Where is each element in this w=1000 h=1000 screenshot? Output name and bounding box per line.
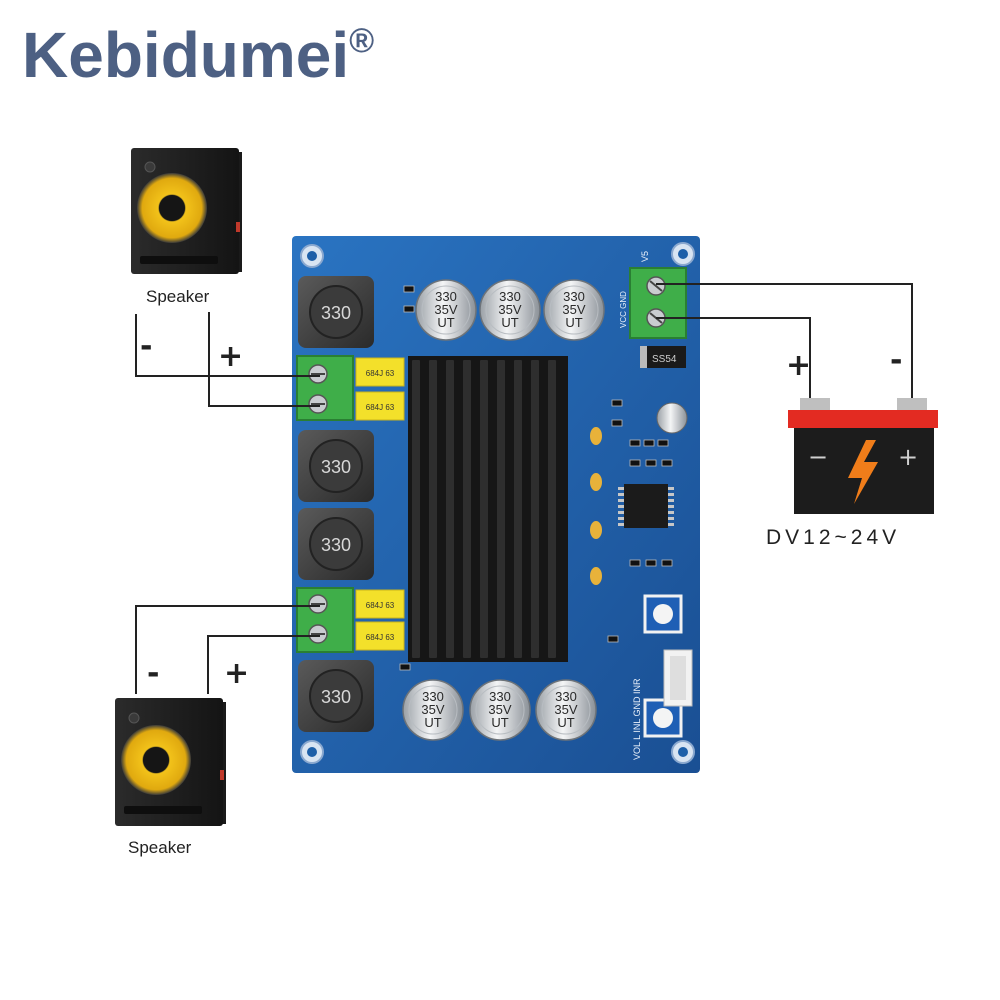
capacitor-label: 330 (435, 289, 457, 304)
film-capacitor: 684J 63 (355, 357, 405, 387)
inductor: 330 (298, 508, 374, 580)
input-connector (663, 649, 693, 707)
inductor: 330 (298, 430, 374, 502)
speaker-terminal-top (296, 355, 354, 421)
capacitor-label: 35V (498, 302, 521, 317)
battery-face-minus: − (808, 443, 828, 471)
wire-top-speaker-plus (208, 312, 320, 407)
inductor-label: 330 (321, 687, 351, 707)
film-capacitor: 684J 63 (355, 621, 405, 651)
battery-voltage-label: DV12~24V (766, 526, 901, 549)
potentiometers (643, 594, 683, 738)
speaker-bottom-minus: - (147, 656, 160, 691)
capacitor-label: UT (437, 315, 454, 330)
speaker-bottom-label: Speaker (128, 838, 192, 857)
film-capacitor-label: 684J 63 (366, 601, 395, 610)
wire-bottom-speaker-minus (135, 605, 320, 694)
speaker-top-plus: + (218, 339, 244, 374)
film-capacitor-label: 684J 63 (366, 633, 395, 642)
inductor: 330 (298, 660, 374, 732)
battery: − + (788, 398, 938, 514)
inductor-label: 330 (321, 303, 351, 323)
battery-terminal-plus: + (786, 348, 812, 383)
film-capacitor: 684J 63 (355, 589, 405, 619)
capacitor-label: 330 (422, 689, 444, 704)
inductors: 330 330 330 330 (298, 276, 374, 732)
battery-face-plus: + (898, 443, 918, 471)
wire-top-speaker-minus (135, 314, 320, 377)
film-capacitors: 684J 63 684J 63 684J 63 684J 63 (355, 357, 405, 651)
brand-name: Kebidumei (22, 19, 350, 91)
capacitor-label: 330 (563, 289, 585, 304)
capacitor-label: UT (424, 715, 441, 730)
speaker-top (131, 148, 242, 274)
ic-chip (618, 484, 674, 528)
capacitor-label: UT (491, 715, 508, 730)
capacitor-label: 330 (489, 689, 511, 704)
diode-label: SS54 (652, 354, 677, 365)
speaker-top-minus: - (140, 329, 153, 364)
wires (135, 283, 913, 694)
capacitor-label: 35V (434, 302, 457, 317)
film-capacitor: 684J 63 (355, 391, 405, 421)
wire-battery-plus (656, 317, 811, 400)
film-capacitor-label: 684J 63 (366, 369, 395, 378)
capacitor-label: 35V (488, 702, 511, 717)
silk-vcc-gnd: VCC GND (619, 291, 628, 328)
battery-terminal-minus: - (890, 343, 903, 378)
speaker-top-label: Speaker (146, 287, 210, 306)
mounting-holes (300, 242, 695, 764)
smd-parts (399, 285, 673, 671)
inductor-label: 330 (321, 457, 351, 477)
speaker-terminal-bottom (296, 587, 354, 653)
small-capacitor (656, 402, 688, 434)
inductor: 330 (298, 276, 374, 348)
power-terminal (629, 267, 687, 339)
capacitor-label: 330 (555, 689, 577, 704)
capacitor-label: 35V (421, 702, 444, 717)
capacitors: 33035VUT33035VUT33035VUT33035VUT33035VUT… (402, 279, 605, 741)
wire-battery-minus (656, 283, 913, 400)
capacitor-label: 35V (554, 702, 577, 717)
brand-logo: Kebidumei® (22, 18, 374, 92)
battery-top (788, 410, 938, 428)
capacitor-label: UT (557, 715, 574, 730)
capacitor-label: UT (501, 315, 518, 330)
small-caps (590, 427, 602, 585)
diode-ss54: SS54 (640, 346, 686, 368)
film-capacitor-label: 684J 63 (366, 403, 395, 412)
heatsink (408, 356, 568, 662)
capacitor-label: UT (565, 315, 582, 330)
bolt-icon (848, 440, 878, 504)
inductor-label: 330 (321, 535, 351, 555)
speaker-bottom (115, 698, 226, 826)
brand-mark: ® (349, 22, 375, 60)
capacitor-label: 35V (562, 302, 585, 317)
silk-v5: V5 (640, 251, 650, 262)
silk-input: VOL L INL GND INR (632, 678, 642, 760)
wire-bottom-speaker-plus (207, 635, 320, 694)
capacitor-label: 330 (499, 289, 521, 304)
speaker-bottom-plus: + (224, 656, 250, 691)
